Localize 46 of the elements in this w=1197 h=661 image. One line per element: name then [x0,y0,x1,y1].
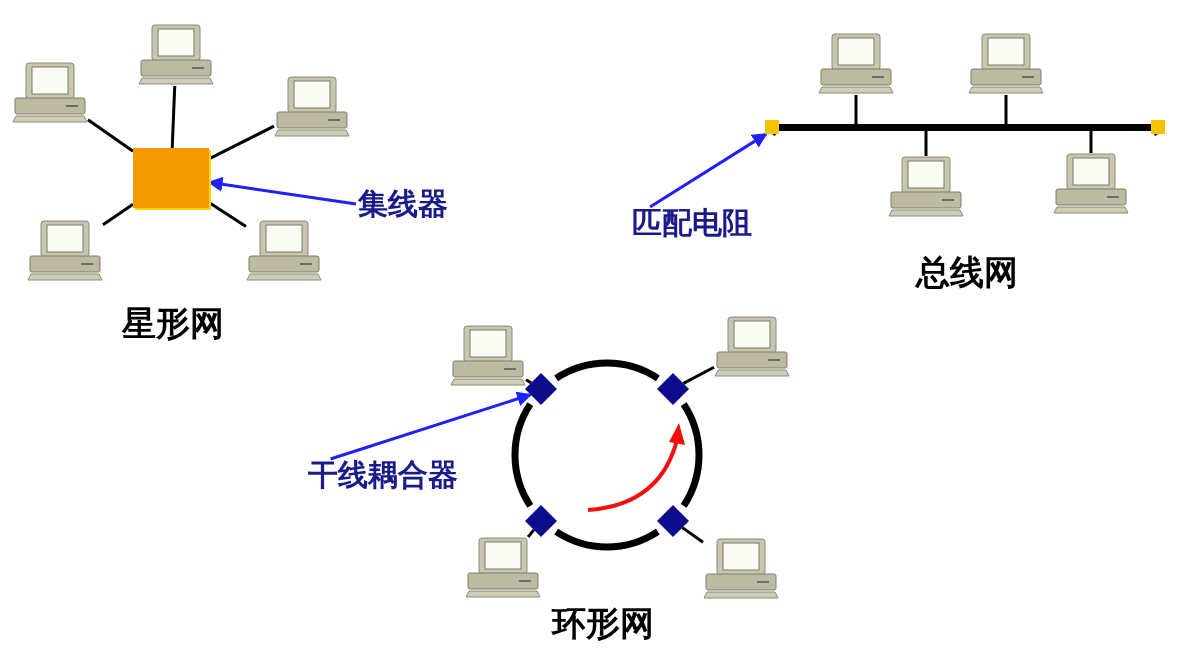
connector-line [526,528,535,538]
bus-cable [779,124,1151,131]
computer-icon [12,62,88,124]
computer-icon [968,33,1044,95]
terminator-square [765,120,779,134]
topology-caption: 星形网 [122,303,224,344]
hub-box [133,148,209,208]
computer-icon [818,33,894,95]
connector-line [854,95,858,124]
computer-icon [27,220,103,282]
coupler-diamond [525,505,557,537]
terminator-square [1151,120,1165,134]
coupler-diamond [525,373,557,405]
connector-line [554,528,660,551]
arrow [649,132,768,209]
arrow [330,391,533,461]
topology-caption: 环形网 [552,603,654,644]
connector-line [208,201,247,228]
connector-line [924,131,928,156]
connector-line [87,118,134,153]
computer-icon [450,325,526,387]
connector-line [680,402,703,508]
computer-icon [1053,153,1129,215]
computer-icon [274,76,350,138]
connector-line [1004,95,1008,124]
callout-label: 干线耦合器 [308,457,458,493]
connector-line [681,526,704,544]
connector-line [102,202,134,227]
computer-icon [703,538,779,600]
callout-label: 集线器 [358,186,448,222]
connector-line [682,365,715,385]
coupler-diamond [657,505,689,537]
computer-icon [138,24,214,86]
callout-label: 匹配电阻 [632,205,752,241]
coupler-diamond [657,373,689,405]
computer-icon [888,156,964,218]
computer-icon [465,537,541,599]
computer-icon [246,220,322,282]
connector-line [1089,131,1093,153]
computer-icon [714,316,790,378]
connector-line [525,378,532,385]
topology-caption: 总线网 [916,252,1018,293]
connector-line [511,402,534,508]
connector-line [170,85,177,149]
connector-line [554,359,660,382]
connector-line [208,124,275,161]
